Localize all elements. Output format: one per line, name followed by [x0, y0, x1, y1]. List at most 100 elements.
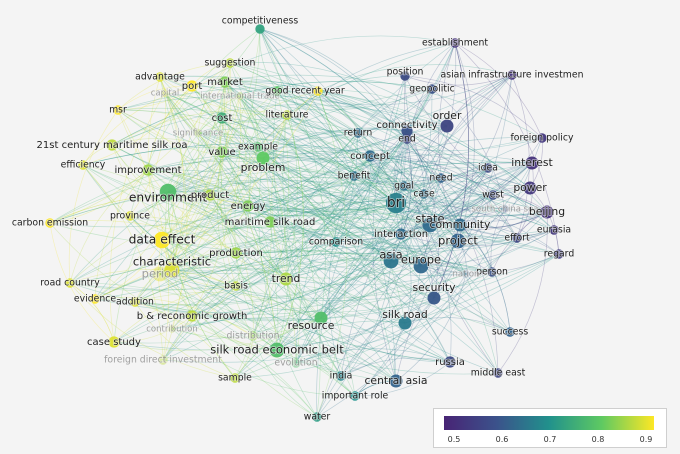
node-india[interactable]	[336, 371, 346, 381]
node-project[interactable]	[450, 233, 466, 249]
node-label-goal[interactable]: goal	[393, 180, 414, 193]
node-bri[interactable]	[385, 192, 407, 214]
node-maritime-silk-road[interactable]	[264, 216, 276, 228]
node-example[interactable]	[253, 142, 263, 152]
node-label-distribution[interactable]: distribution	[226, 330, 281, 343]
node-contribution[interactable]	[168, 325, 176, 333]
node-sample[interactable]	[230, 373, 240, 383]
node-label-value[interactable]: value	[208, 146, 237, 159]
node-data-effect[interactable]	[153, 231, 171, 249]
node-benefit[interactable]	[349, 171, 359, 181]
node-label-sample[interactable]: sample	[217, 372, 253, 385]
node-europe[interactable]	[413, 258, 429, 274]
node-label-advantage[interactable]: advantage	[134, 71, 186, 84]
node-improvement[interactable]	[142, 164, 154, 176]
node-msr[interactable]	[113, 105, 123, 115]
node-label-maritime-silk-road[interactable]: maritime silk road	[224, 216, 316, 229]
node-eurasia[interactable]	[549, 225, 559, 235]
node-capital[interactable]	[161, 89, 169, 97]
node-international-trade[interactable]	[236, 92, 244, 100]
node-label-production[interactable]: production	[208, 247, 263, 260]
node-label-middle-east[interactable]: middle east	[470, 367, 527, 380]
node-label-trend[interactable]: trend	[271, 271, 301, 286]
node-21st-century[interactable]	[106, 139, 118, 151]
node-middle-east[interactable]	[493, 368, 503, 378]
node-label-data-effect[interactable]: data effect	[128, 232, 197, 248]
node-return[interactable]	[353, 128, 363, 138]
node-label-water[interactable]: water	[303, 411, 331, 424]
node-label-bri[interactable]: bri	[386, 194, 406, 212]
node-basis[interactable]	[231, 281, 241, 291]
node-label-benefit[interactable]: benefit	[337, 170, 372, 183]
node-environment[interactable]	[159, 183, 177, 201]
node-security[interactable]	[427, 291, 441, 305]
node-russia[interactable]	[444, 356, 456, 368]
node-label-beijing[interactable]: beijing	[528, 204, 566, 219]
node-label-competitiveness[interactable]: competitiveness	[221, 15, 299, 28]
node-label-evidence[interactable]: evidence	[73, 293, 117, 306]
node-label-cost[interactable]: cost	[211, 112, 233, 125]
node-label-establishment[interactable]: establishment	[421, 37, 489, 50]
node-market[interactable]	[219, 76, 231, 88]
node-recent-year[interactable]	[313, 86, 323, 96]
node-label-central-asia[interactable]: central asia	[364, 373, 429, 388]
node-label-msr[interactable]: msr	[108, 104, 127, 117]
node-label-road-country[interactable]: road country	[39, 277, 101, 290]
node-label-improvement[interactable]: improvement	[114, 164, 183, 177]
node-label-good[interactable]: good	[265, 85, 290, 98]
node-advantage[interactable]	[155, 72, 165, 82]
node-label-end[interactable]: end	[397, 133, 416, 146]
node-value[interactable]	[216, 146, 228, 158]
node-literature[interactable]	[282, 110, 292, 120]
node-label-comparison[interactable]: comparison	[308, 236, 364, 249]
node-label-silk-road[interactable]: silk road	[381, 307, 428, 322]
node-evidence[interactable]	[90, 294, 100, 304]
node-province[interactable]	[125, 211, 135, 221]
node-south-china-sea[interactable]	[501, 205, 509, 213]
node-water[interactable]	[312, 412, 322, 422]
node-interest[interactable]	[525, 156, 539, 170]
node-label-capital[interactable]: capital	[150, 88, 180, 100]
node-label-energy[interactable]: energy	[230, 200, 267, 213]
node-interaction[interactable]	[395, 228, 407, 240]
node-position[interactable]	[400, 71, 410, 81]
node-order[interactable]	[440, 119, 454, 133]
node-person[interactable]	[487, 267, 497, 277]
node-label-port[interactable]: port	[181, 80, 203, 93]
node-label-asian-infra[interactable]: asian infrastructure investmen	[440, 69, 585, 82]
node-label-foreign-policy[interactable]: foreign policy	[510, 132, 575, 145]
node-distribution[interactable]	[248, 331, 258, 341]
node-label-problem[interactable]: problem	[240, 160, 286, 175]
node-label-environment[interactable]: environment	[128, 190, 208, 206]
node-label-period[interactable]: period	[141, 266, 179, 282]
node-west[interactable]	[488, 190, 498, 200]
node-label-21st-century[interactable]: 21st century maritime silk roa	[36, 139, 189, 152]
node-effort[interactable]	[512, 233, 522, 243]
node-label-province[interactable]: province	[109, 210, 151, 223]
node-label-suggestion[interactable]: suggestion	[204, 57, 257, 70]
node-label-resource[interactable]: resource	[287, 318, 336, 333]
node-case[interactable]	[419, 189, 429, 199]
node-case-study[interactable]	[108, 336, 120, 348]
node-need[interactable]	[436, 173, 446, 183]
node-label-india[interactable]: india	[329, 370, 353, 383]
node-energy[interactable]	[242, 200, 254, 212]
node-characteristic[interactable]	[164, 262, 180, 278]
node-label-project[interactable]: project	[437, 233, 479, 249]
node-beijing[interactable]	[540, 205, 554, 219]
node-competitiveness[interactable]	[255, 24, 265, 34]
node-label-return[interactable]: return	[343, 127, 373, 140]
node-label-interaction[interactable]: interaction	[373, 228, 429, 241]
node-central-asia[interactable]	[389, 374, 403, 388]
node-state[interactable]	[422, 217, 438, 233]
node-product[interactable]	[204, 189, 216, 201]
node-port[interactable]	[186, 80, 198, 92]
node-label-carbon-emission[interactable]: carbon emission	[11, 217, 89, 230]
node-period[interactable]	[152, 266, 168, 282]
node-asian-infra[interactable]	[507, 70, 517, 80]
node-label-efficiency[interactable]: efficiency	[60, 159, 107, 172]
node-comparison[interactable]	[331, 237, 341, 247]
node-label-europe[interactable]: europe	[400, 252, 442, 268]
node-road-country[interactable]	[65, 278, 75, 288]
